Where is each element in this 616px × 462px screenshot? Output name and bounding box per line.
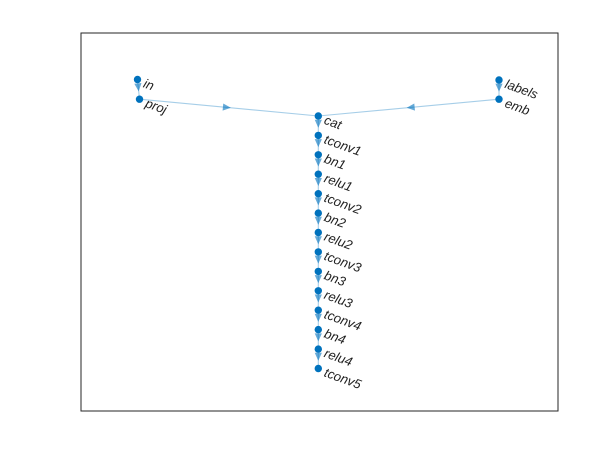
edge-arrowhead-icon [134, 83, 142, 92]
edge-arrowhead-icon [314, 294, 322, 303]
graph-node-bn4 [314, 325, 322, 334]
graph-node-emb [495, 95, 503, 103]
node-label-in: in [141, 76, 156, 94]
graph-node-tconv4 [314, 306, 322, 314]
edge-arrowhead-icon [314, 333, 322, 342]
graph-node-relu4 [314, 345, 322, 353]
node-label-bn3: bn3 [322, 268, 348, 290]
node-label-bn4: bn4 [322, 326, 348, 348]
edge-arrowhead-icon [314, 158, 322, 167]
edge-arrowhead-icon [314, 119, 322, 128]
graph-node-bn3 [314, 267, 322, 276]
graph-node-relu2 [314, 228, 322, 237]
edge-arrowhead-icon [314, 139, 322, 148]
graph-node-relu1 [314, 170, 322, 178]
edge-arrowhead-icon [222, 103, 231, 111]
graph-node-in [133, 75, 142, 84]
graph-node-relu3 [314, 287, 322, 295]
graph-node-proj [135, 95, 144, 103]
node-label-bn1: bn1 [322, 151, 348, 173]
edge-arrowhead-icon [314, 216, 322, 225]
node-label-bn2: bn2 [322, 209, 348, 231]
edge-arrowhead-icon [314, 197, 322, 206]
edge-arrowhead-icon [314, 275, 322, 284]
edge-arrowhead-icon [314, 352, 322, 361]
graph-node-tconv2 [314, 190, 322, 198]
edge-arrowhead-icon [314, 255, 322, 264]
edge-arrowhead-icon [495, 83, 503, 92]
graph-node-bn2 [314, 209, 322, 217]
node-label-proj: proj [143, 95, 170, 117]
edge-arrowhead-icon [314, 177, 322, 186]
edge-arrowhead-icon [314, 236, 322, 245]
graph-node-tconv1 [314, 131, 322, 140]
edge-arrowhead-icon [406, 103, 415, 111]
axes-box [80, 32, 559, 412]
graph-node-cat [314, 112, 322, 120]
node-label-cat: cat [322, 112, 345, 133]
graph-node-tconv5 [314, 364, 322, 373]
graph-node-bn1 [314, 151, 322, 159]
graph-node-labels [495, 76, 503, 84]
node-label-tconv5: tconv5 [322, 365, 364, 392]
graph-node-tconv3 [314, 248, 322, 256]
edge-arrowhead-icon [314, 313, 322, 322]
